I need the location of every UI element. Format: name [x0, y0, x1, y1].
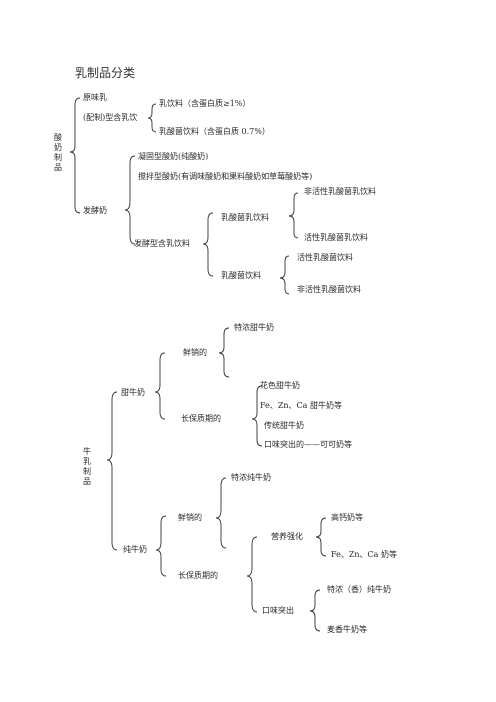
node-baozhi1: 长保质期的 — [181, 414, 221, 423]
brace-peizhi — [147, 103, 157, 133]
brace-kouwei — [309, 589, 321, 632]
node-huase: 花色甜牛奶 — [260, 381, 300, 390]
brace-xian2 — [215, 477, 227, 549]
node-maixiang: 麦香牛奶等 — [327, 625, 367, 634]
node-chun: 纯牛奶 — [123, 545, 147, 554]
milk-section-label: 牛乳制品 — [83, 447, 91, 486]
node-kouwei: 口味突出 — [262, 606, 294, 615]
node-yuanwei: 原味乳 — [83, 93, 107, 102]
node-fe-chun: Fe、Zn、Ca 奶等 — [331, 550, 397, 559]
brace-baozhi1 — [251, 385, 263, 447]
node-tenong-xiang: 特浓（香）纯牛奶 — [327, 585, 391, 594]
node-huo-rsj-ru: 活性乳酸菌乳饮料 — [304, 233, 368, 242]
node-fajiao-han: 发酵型含乳饮料 — [134, 239, 190, 248]
brace-rsj-ruyin — [288, 192, 299, 239]
node-ruyin: 乳饮料（含蛋白质≥1%） — [159, 99, 251, 108]
node-rusuanjun: 乳酸菌饮料（含蛋白质 0.7%） — [159, 127, 270, 136]
brace-yingyang — [315, 517, 327, 557]
node-rsj-yin: 乳酸菌饮料 — [221, 271, 261, 280]
node-yingyang: 营养强化 — [271, 532, 303, 541]
node-gaogai: 高钙奶等 — [331, 513, 363, 522]
brace-rsj-yin — [279, 255, 290, 295]
brace-baozhi2 — [246, 536, 258, 613]
brace-fajiao — [124, 155, 136, 245]
brace-fajiao-han — [202, 212, 214, 277]
node-tian: 甜牛奶 — [121, 388, 145, 397]
node-huo-rsj: 活性乳酸菌饮料 — [297, 253, 353, 262]
brace-chun — [155, 515, 167, 577]
node-fajiao: 发酵奶 — [83, 206, 107, 215]
acid-section-label: 酸奶制品 — [54, 133, 62, 172]
node-xian2: 鲜销的 — [178, 513, 202, 522]
brace-milk-root — [106, 391, 118, 551]
node-fe-tian: Fe、Zn、Ca 甜牛奶等 — [260, 401, 342, 410]
node-chuantong: 传统甜牛奶 — [264, 421, 304, 430]
node-rsj-ruyin: 乳酸菌乳饮料 — [221, 213, 269, 222]
brace-acid-root — [69, 97, 81, 214]
node-fei-rsj-ru: 非活性乳酸菌乳饮料 — [304, 187, 376, 196]
node-peizhi: (配制)型含乳饮 — [83, 113, 138, 122]
page-title: 乳制品分类 — [75, 66, 136, 80]
node-fei-rsj: 非活性乳酸菌饮料 — [297, 285, 361, 294]
node-kouwei-cocoa: 口味突出的——可可奶等 — [264, 440, 352, 449]
node-tenong-tian: 特浓甜牛奶 — [234, 323, 274, 332]
node-xian1: 鲜销的 — [183, 348, 207, 357]
node-jiaoban: 搅拌型酸奶(有调味酸奶和果料酸奶如草莓酸奶等) — [138, 172, 313, 181]
node-ningu: 凝固型酸奶(纯酸奶) — [138, 152, 209, 161]
brace-tian — [154, 352, 166, 420]
brace-xian1 — [218, 327, 230, 378]
node-baozhi2: 长保质期的 — [178, 571, 218, 580]
node-tenong-chun: 特浓纯牛奶 — [231, 473, 271, 482]
